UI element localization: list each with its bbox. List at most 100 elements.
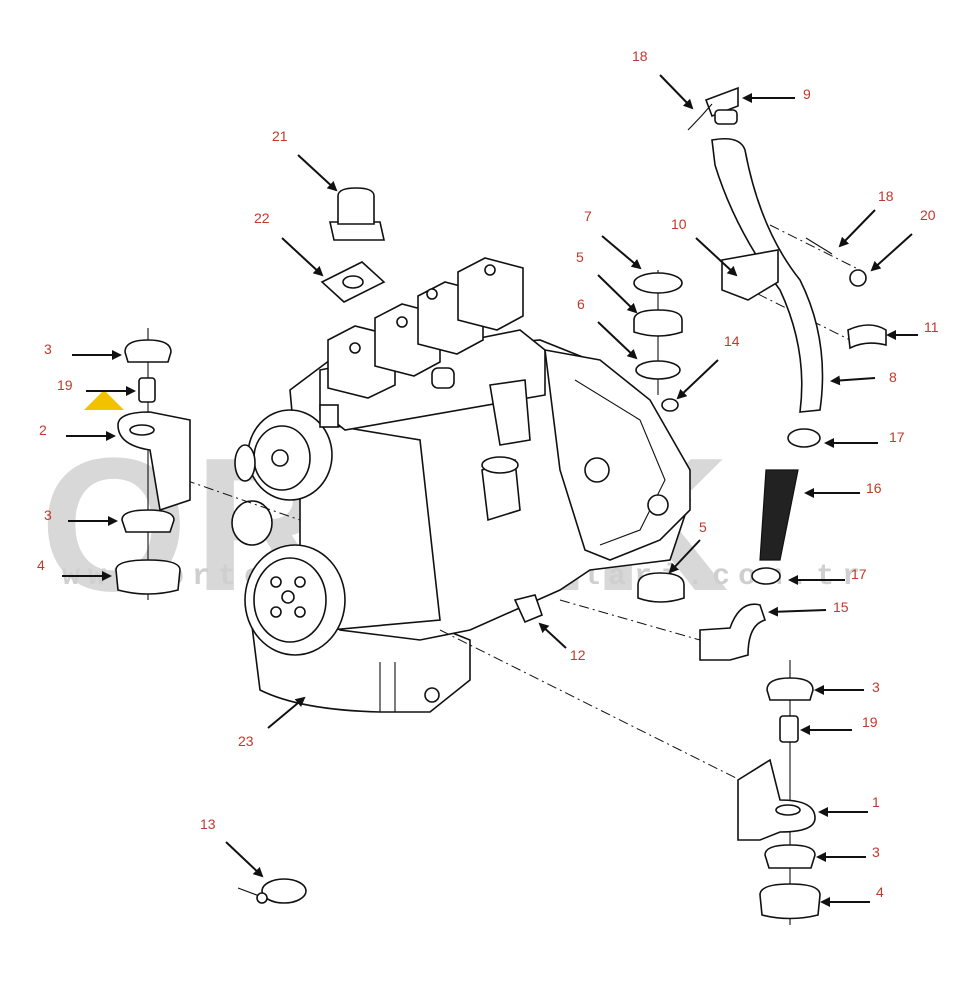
arrow-21 (297, 154, 338, 192)
engine-mount-bracket-left (117, 411, 191, 512)
hose-clamp-17-upper (787, 428, 821, 448)
callout-8: 8 (889, 369, 897, 385)
arrow-22 (281, 237, 324, 277)
arrow-14 (676, 359, 719, 400)
left-mount-stack (115, 339, 191, 595)
gasket-hole (342, 275, 364, 289)
callout-6: 6 (577, 296, 585, 312)
arrow-5b (668, 539, 701, 574)
engine-mount-bracket-right (737, 758, 816, 841)
filler-cap-9 (704, 86, 739, 118)
callout-2: 2 (39, 422, 47, 438)
callout-3b: 3 (44, 507, 52, 523)
arrow-13 (225, 841, 264, 878)
callout-11: 11 (924, 319, 939, 335)
callout-18a: 18 (632, 48, 648, 64)
filler-hose-assembly (513, 86, 887, 661)
lanyard-18b (805, 237, 833, 255)
callout-21: 21 (272, 128, 288, 144)
mount-ring-6 (635, 360, 681, 380)
mount-cap-left-top (124, 339, 172, 363)
mount-bracket-hole (129, 424, 155, 436)
arrow-10 (695, 237, 738, 277)
mount-bushing-right (779, 715, 799, 743)
cap-lanyard-18 (687, 103, 713, 131)
callout-labels: 18 9 21 18 20 7 10 22 5 11 6 3 1 4 8 19 2… (37, 48, 939, 900)
mount-bracket-hole-right (775, 804, 801, 816)
oil-filter (481, 456, 521, 522)
elbow-fitting-15 (699, 603, 767, 661)
callout-19a: 19 (57, 377, 73, 393)
arrow-6 (597, 321, 638, 360)
mount-cushion-right (764, 844, 816, 869)
fuel-filter-bracket (489, 379, 531, 446)
breather-cap-21 (337, 187, 375, 225)
water-outlet (231, 500, 273, 546)
hose-16 (759, 469, 799, 561)
housing-mount-hole (647, 494, 669, 516)
callout-19b: 19 (862, 714, 878, 730)
top-cover-parts (320, 187, 386, 303)
callout-13: 13 (200, 816, 216, 832)
callout-20: 20 (920, 207, 936, 223)
callout-3d: 3 (872, 844, 880, 860)
callout-1: 1 (872, 794, 880, 810)
arrow-12 (538, 622, 567, 649)
hose-bracket-10 (721, 249, 779, 301)
arrow-15 (768, 606, 827, 617)
arrow-20 (870, 233, 913, 272)
callout-7: 7 (584, 208, 592, 224)
hose-clamp-17-lower (751, 567, 781, 585)
callout-9: 9 (803, 86, 811, 102)
oil-filler-neck (431, 367, 455, 389)
housing-bolt (584, 457, 610, 483)
engine-assembly (231, 257, 691, 713)
mount-cup-left (115, 559, 181, 595)
crank-pulley (244, 544, 346, 656)
arrow-23 (267, 696, 306, 729)
callout-10: 10 (671, 216, 687, 232)
hose-clamp-13 (237, 878, 307, 904)
mount-cap-right-top (766, 677, 814, 701)
callout-5b: 5 (699, 519, 707, 535)
filler-neck-thread (714, 109, 738, 125)
mount-washer-7 (633, 272, 683, 294)
valve-covers (327, 257, 524, 399)
callout-arrows (62, 74, 918, 907)
mount-cup-right (759, 883, 821, 920)
callout-15: 15 (833, 599, 849, 615)
callout-3c: 3 (872, 679, 880, 695)
callout-12: 12 (570, 647, 586, 663)
callout-4a: 4 (37, 557, 45, 573)
callout-18b: 18 (878, 188, 894, 204)
hose-clamp-20 (849, 269, 867, 287)
plug-14 (661, 398, 679, 412)
callout-22: 22 (254, 210, 270, 226)
arrow-18a (659, 74, 694, 110)
fitting-12 (513, 594, 544, 624)
mount-cushion-left (121, 509, 175, 533)
housing-rib (574, 379, 666, 546)
callout-23: 23 (238, 733, 254, 749)
right-mount-stack (737, 677, 821, 920)
oil-pan-rib (379, 662, 396, 712)
drain-plug (424, 687, 440, 703)
arrow-18b (838, 209, 876, 248)
mount-cushion-5-lower (637, 572, 685, 603)
thermostat-housing (234, 444, 256, 482)
arrow-8 (830, 375, 876, 386)
watermark-accent (84, 390, 124, 410)
water-pump-pulley (247, 409, 333, 501)
callout-16: 16 (866, 480, 882, 496)
callout-3a: 3 (44, 341, 52, 357)
callout-5a: 5 (576, 249, 584, 265)
mount-cushion-5-upper (633, 309, 683, 337)
mount-bushing-left (138, 377, 156, 403)
center-mount-stack (633, 272, 685, 603)
callout-4b: 4 (876, 884, 884, 900)
arrow-5a (597, 274, 638, 314)
callout-17b: 17 (851, 566, 867, 582)
injection-pump-stub (319, 404, 339, 428)
